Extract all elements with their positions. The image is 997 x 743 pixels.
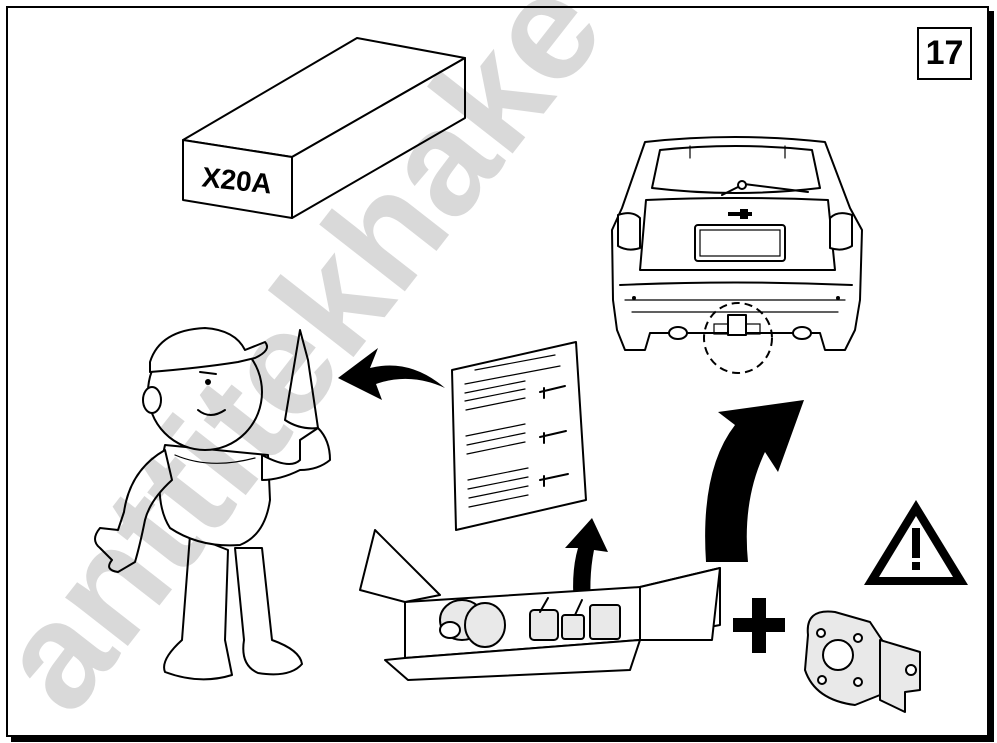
car-rear-view-icon	[611, 136, 863, 374]
arrow-to-car-icon	[705, 400, 804, 562]
warning-triangle-icon	[864, 500, 968, 585]
box-label: X20A	[200, 161, 273, 199]
page-number-badge: 17	[917, 27, 972, 80]
open-parts-box-icon	[359, 529, 721, 681]
plus-icon	[733, 598, 785, 653]
arrow-to-mechanic-icon	[338, 348, 445, 400]
instruction-sheet-icon	[451, 341, 587, 531]
mechanic-icon	[94, 327, 331, 681]
socket-bracket-icon	[804, 610, 921, 713]
package-box-icon: X20A	[182, 37, 466, 219]
